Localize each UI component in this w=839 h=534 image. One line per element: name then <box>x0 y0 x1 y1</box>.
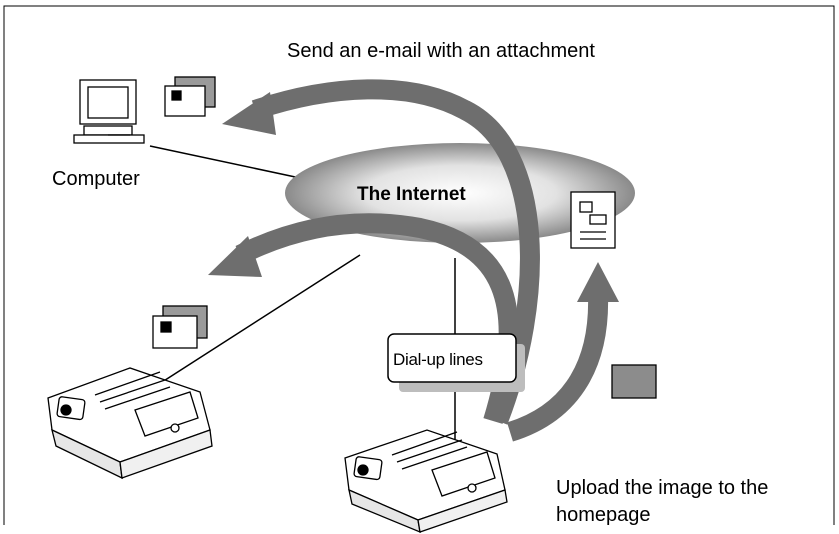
dialup-label: Dial-up lines <box>393 350 483 369</box>
arrow-upload <box>506 294 609 442</box>
arrow-to-camera-head <box>208 236 262 277</box>
computer-icon <box>73 79 145 144</box>
upload-label: Upload the image to the homepage <box>556 477 769 526</box>
photo-card-icon <box>164 76 216 117</box>
web-page-icon <box>570 191 616 249</box>
photo-card-icon <box>152 305 208 349</box>
camera-icon <box>47 367 213 480</box>
arrow-to-camera <box>235 213 519 424</box>
arrow-to-computer-head <box>222 92 276 135</box>
arrow-to-computer <box>251 79 540 425</box>
diagram-title: Send an e-mail with an attachment <box>287 40 595 62</box>
diagram-frame <box>3 5 835 525</box>
camera-icon <box>344 429 508 534</box>
line-computer-internet <box>149 145 301 179</box>
computer-label: Computer <box>52 168 140 190</box>
flow-arrows <box>208 79 619 442</box>
line-camera-internet <box>144 254 361 394</box>
dialup-label-box <box>387 333 517 383</box>
internet-label: The Internet <box>357 184 466 205</box>
arrow-upload-head <box>577 262 619 302</box>
image-icon <box>611 364 657 399</box>
